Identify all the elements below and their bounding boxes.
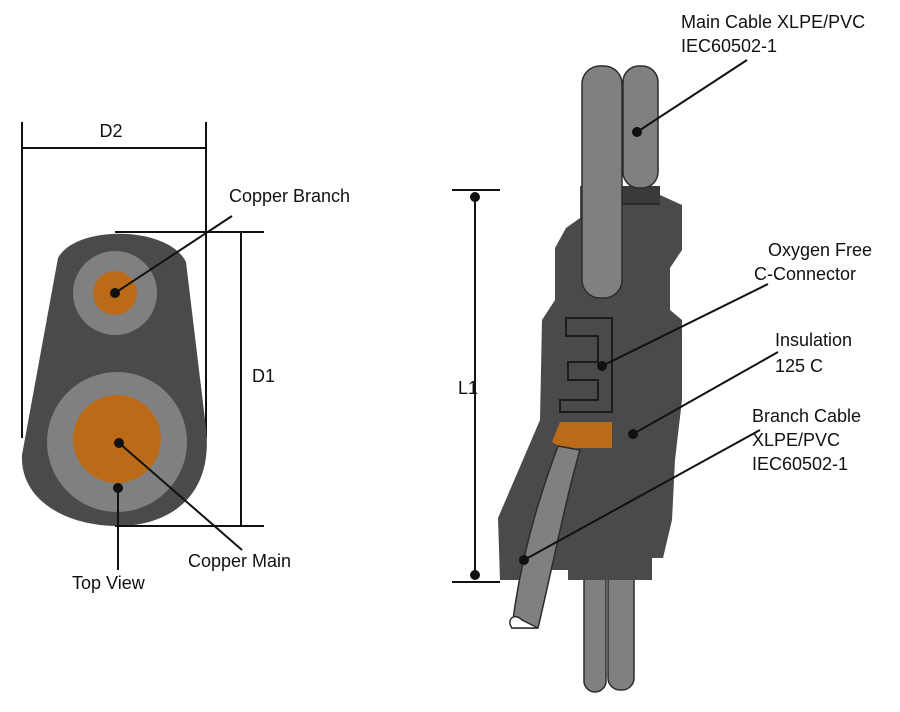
insulation-label-2: 125 C — [775, 356, 823, 376]
main-cable-leader — [636, 59, 748, 133]
insulation-dot — [628, 429, 638, 439]
connector-body — [498, 186, 682, 580]
c-connector-clip — [559, 317, 613, 413]
l1-end-dot-bottom — [470, 570, 480, 580]
oxygen-label-2: C-Connector — [754, 264, 856, 284]
top-view-drawing: D2 D1 Copper Branch Copper Main Top View — [21, 121, 350, 593]
l1-end-dot-top — [470, 192, 480, 202]
copper-branch-leader — [114, 215, 233, 294]
branch-cable-end — [509, 616, 539, 629]
top-view-label: Top View — [72, 573, 146, 593]
main-cable-label-2: IEC60502-1 — [681, 36, 777, 56]
branch-cable-label-3: IEC60502-1 — [752, 454, 848, 474]
top-view-dot — [113, 483, 123, 493]
main-cable-top-left — [581, 65, 623, 299]
main-cable-label-1: Main Cable XLPE/PVC — [681, 12, 865, 32]
oxygen-label-1: Oxygen Free — [768, 240, 872, 260]
main-cable-dot — [632, 127, 642, 137]
main-cable-top-right — [622, 65, 659, 189]
connector-clamp-band — [622, 186, 660, 204]
copper-main-dot — [114, 438, 124, 448]
copper-branch-label: Copper Branch — [229, 186, 350, 206]
d2-label: D2 — [99, 121, 122, 141]
oxygen-leader — [601, 283, 769, 367]
copper-main-label: Copper Main — [188, 551, 291, 571]
branch-cable-dot — [519, 555, 529, 565]
insulation-label-1: Insulation — [775, 330, 852, 350]
branch-cable-label-1: Branch Cable — [752, 406, 861, 426]
copper-branch-dot — [110, 288, 120, 298]
branch-cable-leader — [523, 429, 761, 561]
oxygen-dot — [597, 361, 607, 371]
copper-insert — [552, 422, 612, 452]
copper-main-leader — [118, 442, 243, 551]
d1-label: D1 — [252, 366, 275, 386]
branch-cable-label-2: XLPE/PVC — [752, 430, 840, 450]
insulation-leader — [632, 351, 779, 435]
l1-label: L1 — [458, 378, 478, 398]
side-view-drawing: L1 Main Cable XLPE/PVC IEC60502-1 Oxygen… — [452, 12, 872, 693]
